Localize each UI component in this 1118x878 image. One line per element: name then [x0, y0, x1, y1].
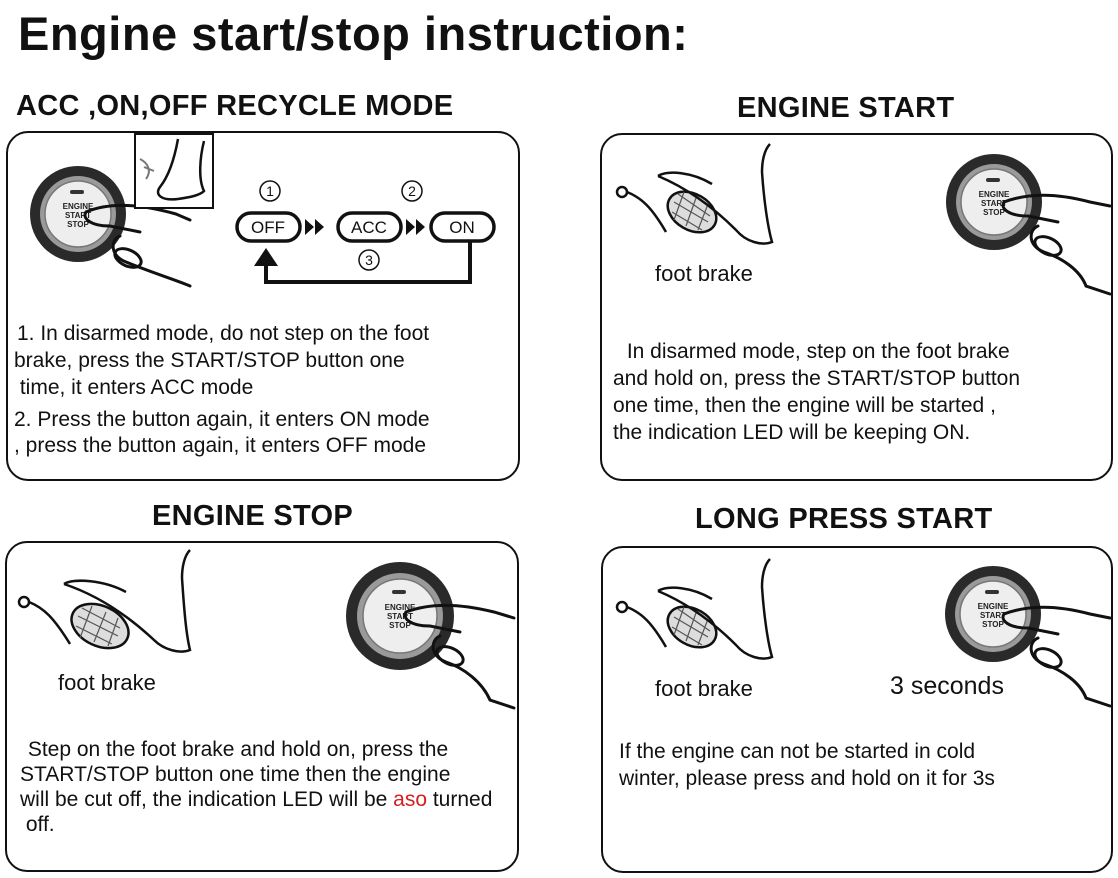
- seconds-label: 3 seconds: [890, 672, 1004, 700]
- svg-text:ACC: ACC: [351, 218, 387, 237]
- svg-text:START: START: [65, 211, 91, 220]
- stop-text-2: START/STOP button one time then the engi…: [20, 763, 451, 786]
- start-button-icon: ENGINE START STOP: [346, 562, 454, 670]
- start-text-1: In disarmed mode, step on the foot brake: [621, 340, 1010, 363]
- hand-press-icon: [83, 204, 192, 288]
- svg-text:START: START: [981, 199, 1007, 208]
- start-title: ENGINE START: [737, 92, 955, 124]
- on-pill: ON: [429, 211, 496, 243]
- start-text-2: and hold on, press the START/STOP button: [613, 367, 1021, 390]
- start-button-icon: ENGINE START STOP: [946, 154, 1042, 250]
- start-text-4: the indication LED will be keeping ON.: [613, 421, 971, 444]
- foot-inset-icon: [134, 133, 214, 209]
- svg-text:ON: ON: [449, 218, 475, 237]
- recycle-text-2: brake, press the START/STOP button one: [14, 349, 405, 372]
- stop-text-3: will be cut off, the indication LED will…: [20, 788, 493, 811]
- svg-text:STOP: STOP: [389, 621, 411, 630]
- long-title: LONG PRESS START: [695, 503, 993, 535]
- recycle-text-1: 1. In disarmed mode, do not step on the …: [17, 322, 430, 345]
- svg-text:ENGINE: ENGINE: [978, 602, 1009, 611]
- foot-brake-icon: [17, 549, 192, 653]
- acc-pill: ACC: [336, 211, 403, 243]
- svg-text:ENGINE: ENGINE: [979, 190, 1010, 199]
- long-text-1: If the engine can not be started in cold: [619, 740, 976, 763]
- off-pill: OFF: [235, 211, 302, 243]
- recycle-text-4: 2. Press the button again, it enters ON …: [14, 408, 430, 431]
- hand-press-icon: [403, 603, 516, 710]
- start-button-icon: ENGINE START STOP: [945, 566, 1041, 662]
- svg-text:START: START: [387, 612, 413, 621]
- start-brake-label: foot brake: [655, 261, 753, 286]
- recycle-text-5: , press the button again, it enters OFF …: [14, 434, 427, 457]
- stop-brake-label: foot brake: [58, 670, 156, 695]
- svg-text:1: 1: [266, 183, 274, 199]
- stop-text-4: off.: [20, 813, 55, 836]
- foot-brake-icon: [615, 143, 774, 245]
- svg-text:3: 3: [365, 252, 373, 268]
- recycle-text-3: time, it enters ACC mode: [14, 376, 254, 399]
- svg-text:STOP: STOP: [983, 208, 1005, 217]
- typo-highlight: aso: [393, 788, 427, 811]
- svg-text:START: START: [980, 611, 1006, 620]
- long-text-2: winter, please press and hold on it for …: [619, 767, 995, 790]
- svg-text:STOP: STOP: [67, 220, 89, 229]
- hand-press-icon: [1001, 193, 1112, 296]
- svg-text:STOP: STOP: [982, 620, 1004, 629]
- svg-text:OFF: OFF: [251, 218, 285, 237]
- hand-press-icon: [1001, 605, 1112, 708]
- stop-title: ENGINE STOP: [152, 500, 353, 532]
- start-text-3: one time, then the engine will be starte…: [613, 394, 996, 417]
- svg-text:ENGINE: ENGINE: [385, 603, 416, 612]
- stop-text-1: Step on the foot brake and hold on, pres…: [22, 738, 449, 761]
- foot-brake-icon: [615, 558, 774, 660]
- start-button-icon: ENGINE START STOP: [30, 166, 126, 262]
- svg-text:2: 2: [408, 183, 416, 199]
- cycle-diagram: 1 2 3 OFF ACC ON: [235, 180, 496, 284]
- long-brake-label: foot brake: [655, 676, 753, 701]
- page-title: Engine start/stop instruction:: [18, 7, 689, 60]
- svg-text:ENGINE: ENGINE: [63, 202, 94, 211]
- recycle-title: ACC ,ON,OFF RECYCLE MODE: [16, 90, 454, 122]
